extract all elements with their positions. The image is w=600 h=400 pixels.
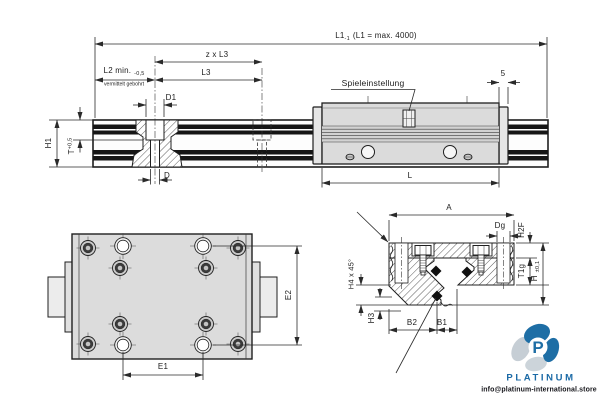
seal-strip-right (509, 245, 514, 282)
seal-square (431, 290, 443, 302)
dim-label-a: A (446, 203, 452, 212)
brand-name: PLATINUM (506, 372, 576, 384)
carriage-top-face (71, 233, 253, 360)
dim-label-e2: E2 (284, 289, 293, 301)
dim-label-t1g: T1g (517, 263, 526, 279)
dim-label-h4x45: H4 x 45° (346, 258, 356, 290)
dim-label-d: D (164, 171, 170, 180)
section-dimensions (356, 211, 549, 374)
dim-label-z-x-l3: z x L3 (205, 50, 229, 59)
end-cap-left (312, 106, 323, 165)
plan-view-dimensions (122, 245, 302, 380)
dim-label-l2: L2 min.-0,5 (103, 65, 145, 77)
callout-spieleinstellung: Spieleinstellung (341, 77, 405, 88)
dim-label-t: T+0,5 (67, 137, 76, 155)
seal-square (461, 266, 473, 278)
logo-petal-blue-top (523, 323, 551, 345)
carriage-port-left (361, 145, 375, 159)
dim-label-l3: L3 (201, 68, 211, 77)
end-cap-right (498, 106, 509, 165)
logo-petal-gray-bottom (525, 356, 547, 372)
carriage-port-right (443, 145, 457, 159)
dim-label-l: L (407, 171, 413, 180)
seal-square (430, 265, 442, 277)
dim-label-h1: H1 (44, 137, 53, 149)
dim-label-e1: E1 (157, 362, 169, 371)
section-bolt-left (411, 242, 435, 276)
brand-logo: P (511, 323, 560, 372)
logo-center-disc (528, 337, 548, 357)
hidden-through-hole (257, 139, 267, 168)
logo-petal-gray-left (511, 336, 531, 362)
plan-view-carriage (47, 232, 302, 380)
carriage (312, 96, 509, 165)
logo-monogram: P (532, 338, 543, 357)
side-view-rail-and-carriage (49, 37, 549, 188)
dim-label-h2f: H2F (517, 222, 526, 238)
section-bolt-right (469, 242, 493, 276)
dim-label-h: H±0,1 (529, 260, 541, 282)
cross-section-view (356, 211, 549, 374)
dim-label-5: 5 (500, 69, 506, 78)
dim-label-d1: D1 (165, 93, 177, 102)
dim-note-vermittelt-gebohrt: vermittelt gebohrt (103, 81, 145, 88)
dim-label-dg: Dg (494, 221, 506, 230)
side-tab-left (47, 276, 66, 318)
dim-label-l1: L1-1(L1 = max. 4000) (335, 30, 417, 42)
brand-email: info@platinum-international.store (481, 386, 597, 394)
spieleinstellung-leader (331, 89, 416, 112)
dim-label-h3: H3 (367, 312, 376, 324)
side-tab-right (259, 276, 278, 318)
side-view-dimensions (49, 37, 548, 188)
dim-label-b1: B1 (436, 318, 448, 327)
seal-strip-left (389, 245, 394, 282)
dim-label-b2: B2 (406, 318, 418, 327)
